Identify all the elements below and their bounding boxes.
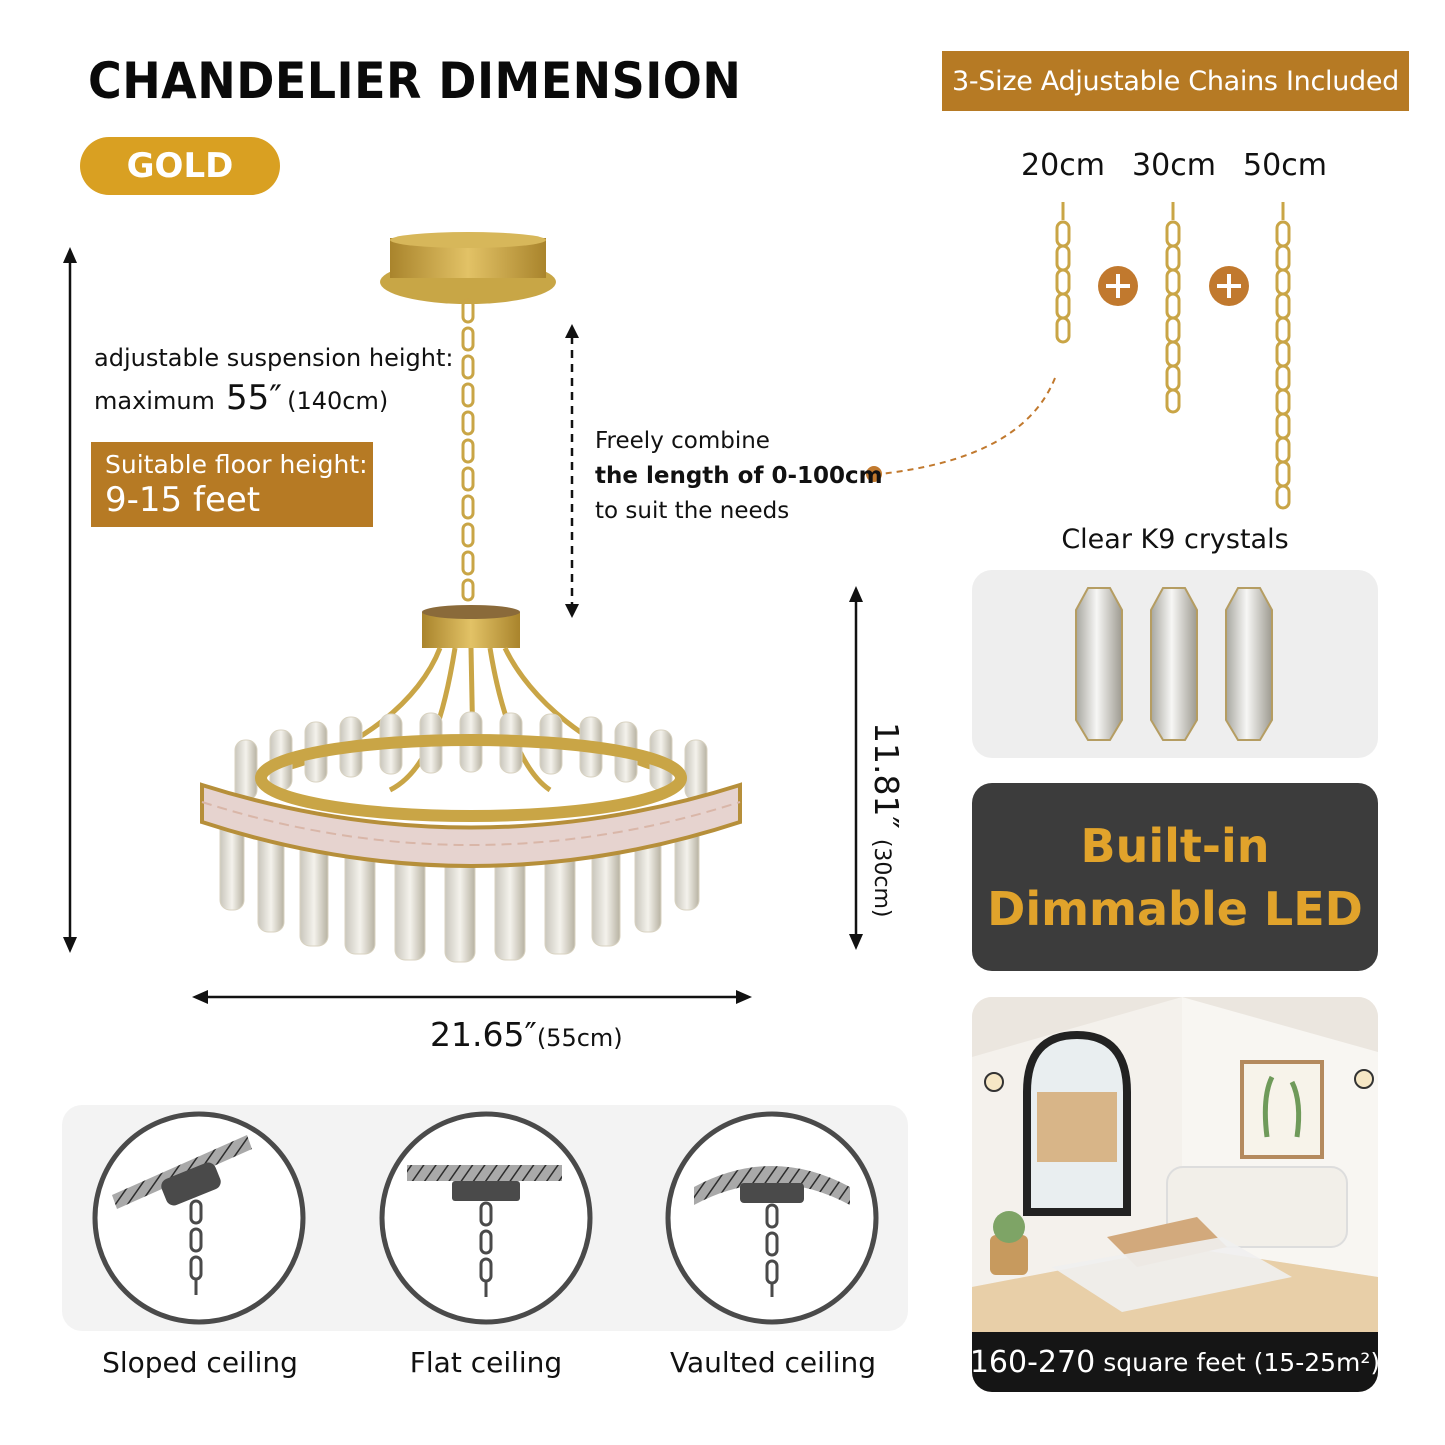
plus-circle-icon	[1098, 266, 1138, 306]
crystal-icon	[1075, 587, 1273, 741]
chain-illustrations	[1055, 202, 1291, 510]
chain-20cm-icon	[1055, 202, 1071, 344]
ceiling-label-sloped: Sloped ceiling	[102, 1346, 298, 1379]
led-line1: Built-in	[1080, 819, 1270, 873]
led-feature-panel: Built-in Dimmable LED	[972, 783, 1378, 971]
room-area-value: 160-270	[972, 1344, 1096, 1380]
combine-line1: Freely combine	[595, 428, 770, 454]
finish-badge: GOLD	[80, 137, 280, 195]
width-arrow-icon	[192, 990, 752, 1004]
page-title: CHANDELIER DIMENSION	[88, 52, 742, 110]
crystal-icons	[1075, 587, 1273, 741]
room-scene-panel: 160-270 square feet (15-25m²)	[972, 997, 1378, 1392]
suspension-prefix: maximum	[94, 387, 215, 415]
height-arrow-icon	[849, 586, 863, 950]
ceiling-types-panel	[62, 1105, 908, 1331]
chain-size-20: 20cm	[1021, 148, 1105, 183]
chain-size-30: 30cm	[1132, 148, 1216, 183]
led-line2: Dimmable LED	[987, 882, 1363, 936]
crystal-label: Clear K9 crystals	[1061, 524, 1289, 555]
total-height-arrow-icon	[63, 247, 77, 953]
crystal-panel	[972, 570, 1378, 758]
height-dimension: 11.81″ (30cm)	[846, 722, 936, 918]
width-value: 21.65″	[430, 1015, 537, 1054]
suspension-value: 55″	[226, 378, 282, 418]
sloped-ceiling-icon	[92, 1111, 306, 1325]
connector-line	[866, 377, 1056, 482]
height-metric: (30cm)	[869, 838, 894, 918]
chandelier-image	[200, 232, 742, 963]
floor-height-label: Suitable floor height:	[105, 450, 368, 479]
combine-note: Freely combine the length of 0-100cm to …	[595, 424, 883, 529]
flat-ceiling-icon	[379, 1111, 593, 1325]
chain-size-50: 50cm	[1243, 148, 1327, 183]
ceiling-icons	[92, 1111, 879, 1325]
width-dimension: 21.65″(55cm)	[430, 1015, 623, 1054]
floor-height-box: Suitable floor height: 9-15 feet	[91, 442, 373, 527]
ceiling-label-vaulted: Vaulted ceiling	[669, 1346, 877, 1379]
chains-banner: 3-Size Adjustable Chains Included	[942, 51, 1409, 111]
width-metric: (55cm)	[536, 1024, 623, 1052]
room-area-caption: 160-270 square feet (15-25m²)	[972, 1332, 1378, 1392]
adjustable-length-arrow-icon	[565, 324, 579, 618]
height-value: 11.81″	[867, 722, 906, 829]
plus-circle-icon	[1209, 266, 1249, 306]
room-area-unit: square feet (15-25m²)	[1103, 1347, 1378, 1377]
suspension-max: maximum 55″ (140cm)	[94, 378, 388, 418]
chain-50cm-icon	[1275, 202, 1291, 510]
suspension-label: adjustable suspension height:	[94, 344, 454, 372]
connector-dot-icon	[866, 466, 882, 482]
floor-height-value: 9-15 feet	[105, 480, 261, 520]
living-room-image	[972, 997, 1378, 1332]
suspension-metric: (140cm)	[287, 387, 389, 415]
ceiling-label-flat: Flat ceiling	[409, 1346, 563, 1379]
chain-30cm-icon	[1165, 202, 1181, 414]
vaulted-ceiling-icon	[665, 1111, 879, 1325]
combine-line2: the length of 0-100cm	[595, 463, 883, 489]
combine-line3: to suit the needs	[595, 498, 790, 524]
